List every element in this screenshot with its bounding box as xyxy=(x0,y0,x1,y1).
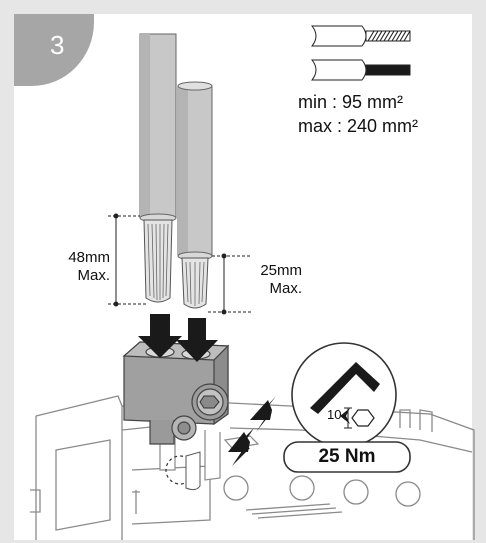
push-arrow-icon xyxy=(138,314,218,362)
torque-value: 25 Nm xyxy=(318,446,376,467)
key-size-label: 10 xyxy=(327,407,342,422)
torque-callout xyxy=(283,342,411,473)
cable-min-section: min : 95 mm² xyxy=(298,92,404,112)
step-number: 3 xyxy=(50,30,65,60)
cable-right xyxy=(177,81,213,309)
cable-left xyxy=(139,33,177,303)
dimension-short xyxy=(208,253,252,315)
lug-tab xyxy=(185,451,201,491)
dimension-long xyxy=(108,213,146,307)
push-arrow-icon xyxy=(228,396,276,466)
strip-length-short-label: 25mm Max. xyxy=(260,262,302,297)
strip-length-long-label: 48mm Max. xyxy=(68,249,110,284)
breaker-body xyxy=(30,395,475,540)
cable-max-section: max : 240 mm² xyxy=(298,116,419,136)
cable-solid-icon xyxy=(310,59,411,81)
cable-stranded-icon xyxy=(310,25,411,47)
hex-key-icon xyxy=(310,362,380,429)
